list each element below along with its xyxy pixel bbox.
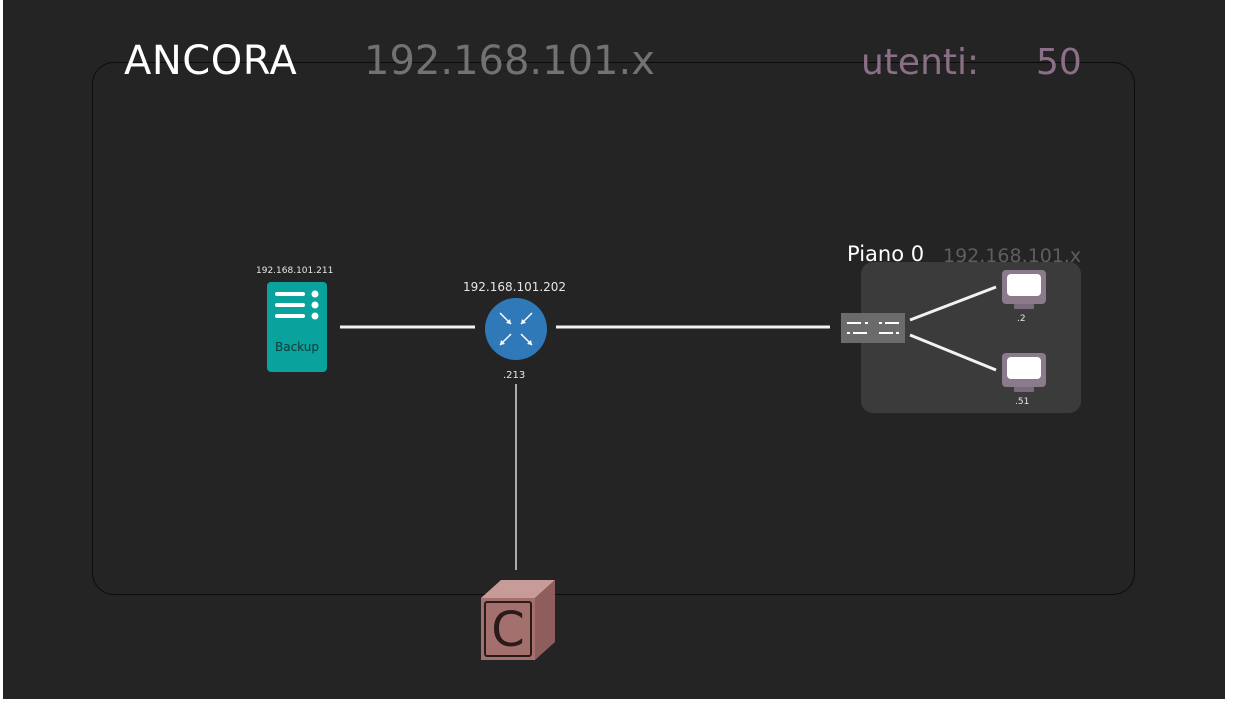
site-frame [92, 62, 1135, 595]
server-icon[interactable] [267, 282, 327, 372]
router-ip: 192.168.101.202 [463, 280, 567, 294]
computer-icon[interactable] [1002, 353, 1046, 393]
links-layer [340, 285, 997, 570]
router-icon[interactable] [484, 297, 548, 361]
floor-subnet: 192.168.101.x [943, 245, 1082, 267]
router-port-label: .213 [503, 370, 526, 381]
pc-ip-label: .2 [1017, 314, 1026, 324]
users-count: 50 [1036, 42, 1082, 83]
site-title: ANCORA [124, 38, 298, 84]
server-ip: 192.168.101.211 [256, 266, 334, 276]
link-switch-pc1 [909, 285, 997, 322]
computer-icon[interactable] [1002, 270, 1046, 310]
users-label: utenti: [861, 42, 980, 83]
site-subnet: 192.168.101.x [364, 38, 655, 84]
switch-icon[interactable] [841, 313, 905, 343]
link-switch-pc2 [909, 333, 997, 372]
cloud-block-letter: C [491, 602, 525, 658]
floor-name: Piano 0 [847, 242, 925, 266]
diagram-canvas: ANCORA 192.168.101.x utenti: 50 Piano 0 … [3, 0, 1225, 699]
server-label: Backup [275, 340, 319, 354]
cloud-block-icon[interactable] [477, 578, 559, 662]
pc-ip-label: .51 [1015, 397, 1030, 407]
